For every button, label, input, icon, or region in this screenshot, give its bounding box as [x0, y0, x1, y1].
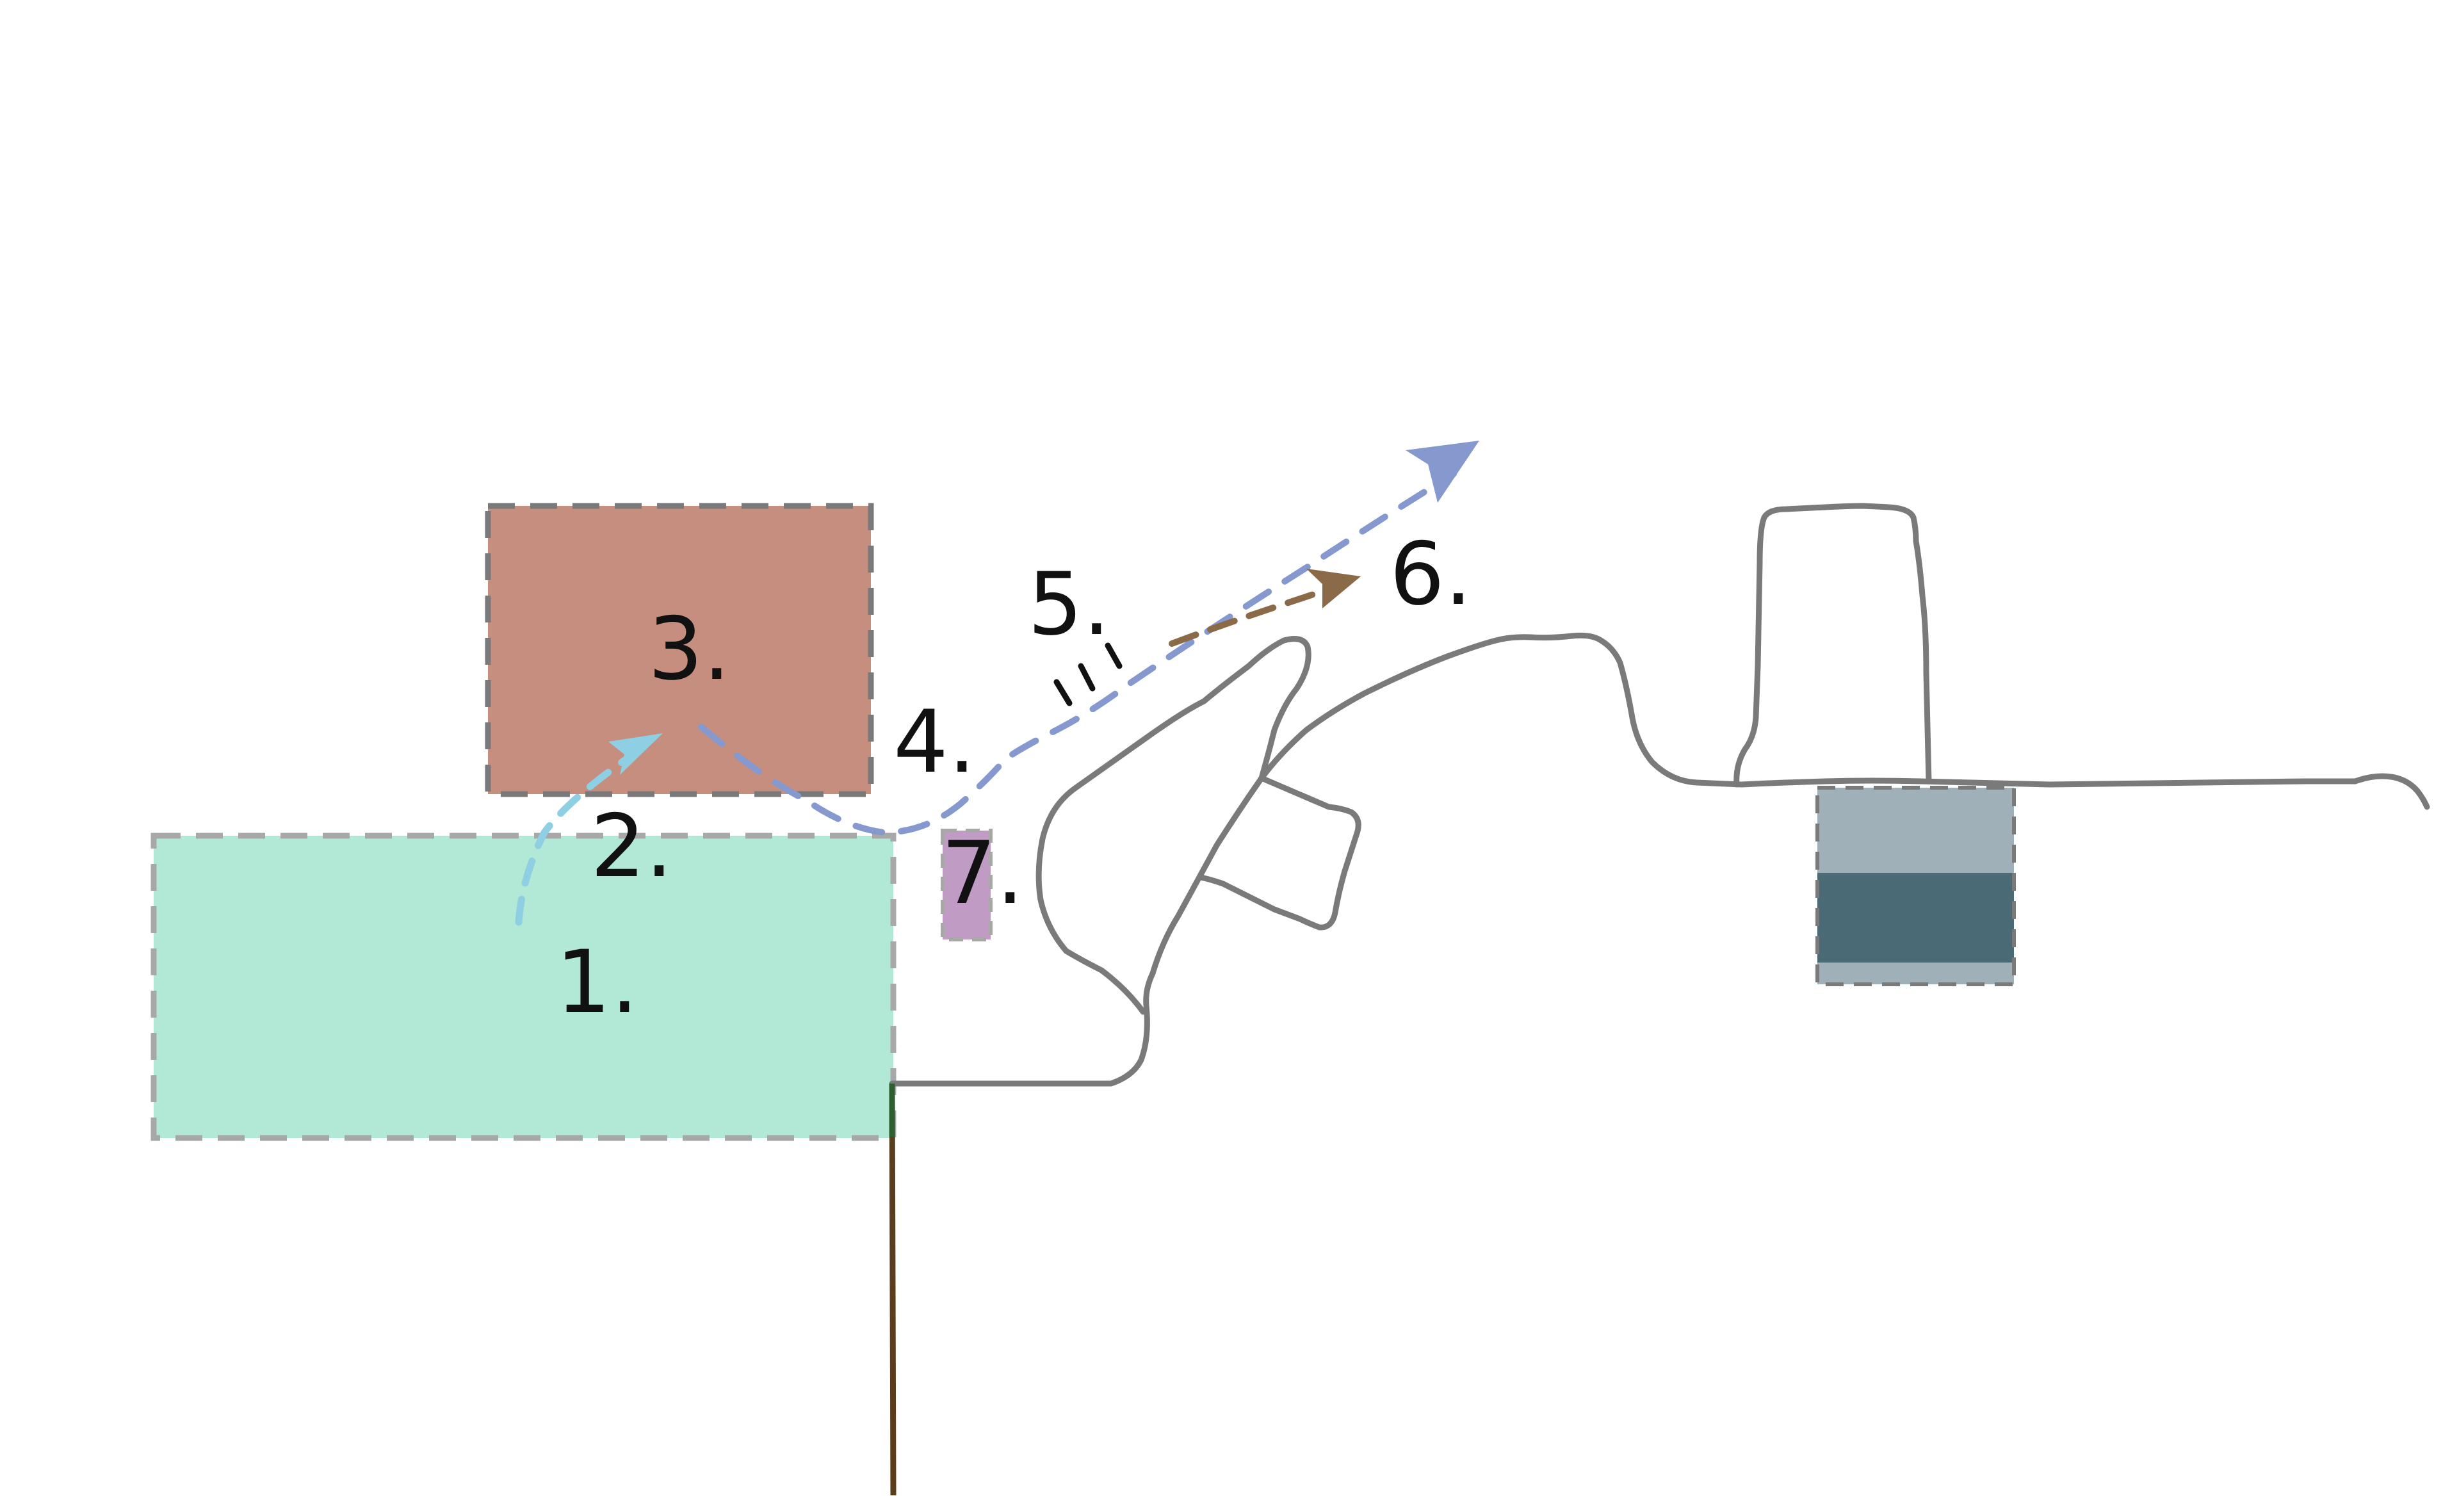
- label-6: 6.: [1390, 524, 1472, 624]
- crossing-marks-icon: [1053, 642, 1123, 706]
- label-2: 2.: [590, 796, 673, 897]
- arrowhead-icon: [1406, 441, 1479, 503]
- arrowhead-icon: [608, 733, 663, 775]
- label-5: 5.: [1028, 554, 1110, 654]
- zone-3-area: [485, 503, 874, 797]
- label-4: 4.: [893, 692, 976, 792]
- path-to-6-brown: [1169, 569, 1361, 647]
- label-7: 7.: [941, 823, 1024, 923]
- path-1-to-3: [515, 733, 663, 926]
- path-3-to-6-blue: [698, 441, 1479, 836]
- arrowhead-icon: [1306, 569, 1361, 608]
- label-3: 3.: [648, 599, 731, 699]
- vertical-pole: [889, 1083, 897, 1496]
- building-block: [1815, 786, 2016, 986]
- zone-7-area: [941, 829, 993, 941]
- road-outline: [889, 503, 2430, 1087]
- label-1: 1.: [556, 932, 638, 1032]
